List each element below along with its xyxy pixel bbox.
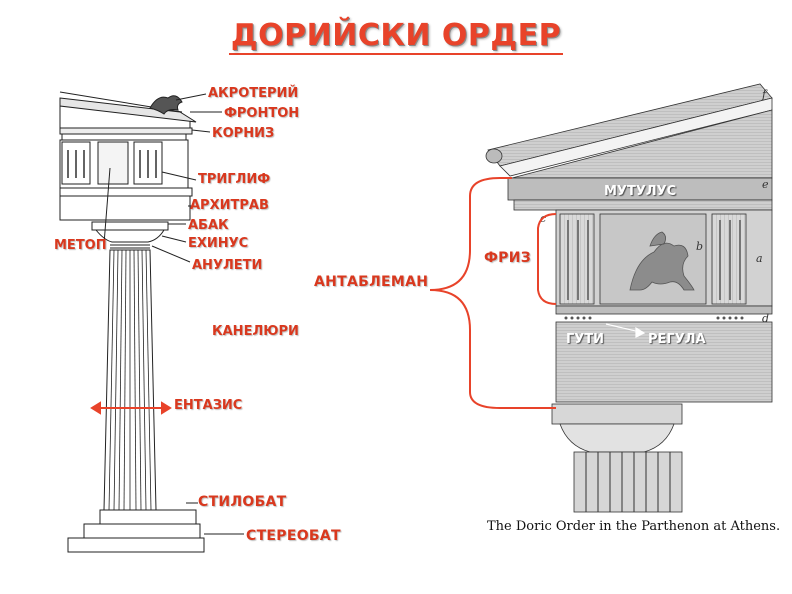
label-kaneljuri: КАНЕЛЮРИ	[212, 324, 299, 339]
label-antablemanan: АНТАБЛЕМАН	[314, 274, 429, 290]
label-korniz: КОРНИЗ	[212, 126, 275, 141]
label-triglif: ТРИГЛИФ	[198, 172, 271, 187]
label-stilobat: СТИЛОБАТ	[198, 494, 287, 510]
engraving-letter-a: a	[756, 252, 763, 265]
label-friz: ФРИЗ	[484, 250, 532, 266]
label-guti: ГУТИ	[566, 332, 605, 347]
label-metop: МЕТОП	[54, 238, 107, 253]
engraving-letter-b: b	[696, 240, 703, 253]
label-akroterij: АКРОТЕРИЙ	[208, 86, 299, 101]
regula-pointer	[605, 323, 646, 338]
engraving-letter-f: f	[761, 88, 768, 101]
label-abak: АБАК	[188, 218, 229, 233]
engraving-caption: The Doric Order in the Parthenon at Athe…	[487, 519, 781, 534]
label-arhitrav: АРХИТРАВ	[190, 198, 269, 213]
label-regula: РЕГУЛА	[648, 332, 706, 347]
metope-relief	[629, 231, 695, 291]
entasis-arrow	[90, 401, 172, 415]
label-mutulus: МУТУЛУС	[604, 184, 677, 199]
label-entazis: ЕНТАЗИС	[174, 398, 243, 413]
entablature-bracket	[429, 177, 557, 409]
label-ehinus: ЕХИНУС	[188, 236, 249, 251]
left-leader-lines	[103, 93, 244, 535]
label-anuleti: АНУЛЕТИ	[192, 258, 263, 273]
page-title: ДОРИЙСКИ ОРДЕР	[228, 18, 564, 55]
engraving-letter-d: d	[762, 312, 769, 325]
label-fronton: ФРОНТОН	[224, 106, 300, 121]
right-engraving: f e a b c d	[485, 83, 773, 513]
engraving-letter-e: e	[762, 178, 769, 191]
left-column-drawing	[59, 91, 205, 553]
label-stereobat: СТЕРЕОБАТ	[246, 528, 341, 544]
acroterion-ornament	[149, 95, 183, 115]
